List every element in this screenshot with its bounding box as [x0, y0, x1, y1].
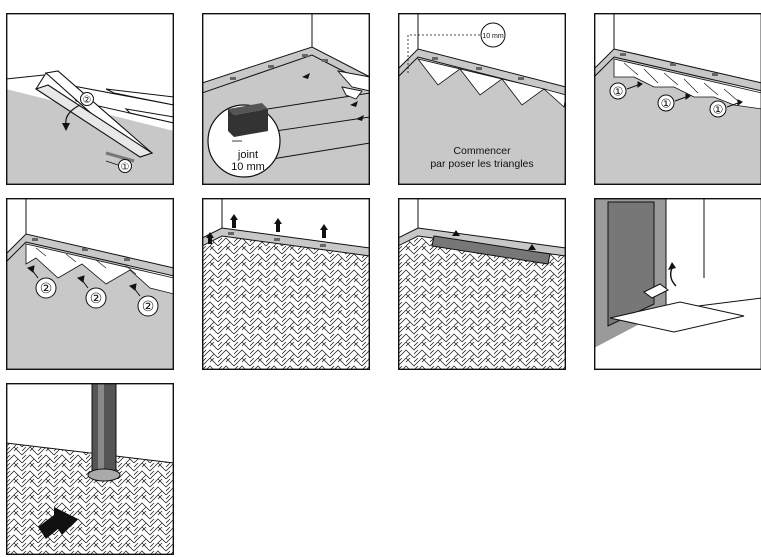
wall-base [202, 46, 370, 94]
row-markers: ① ① ① [609, 82, 727, 118]
push-arrow [38, 507, 78, 539]
caption-line-2: par poser les triangles [430, 158, 533, 170]
spacer-block [228, 103, 268, 137]
pipe-collar [87, 468, 121, 482]
panel-9-step-pipe [6, 383, 174, 555]
svg-text:②: ② [40, 280, 53, 296]
panel-1-step-first-boards: ② ① [6, 13, 174, 185]
direction-arrows [302, 73, 364, 121]
first-triangles [416, 58, 566, 108]
callout-2: ② [83, 95, 92, 106]
svg-text:②: ② [90, 290, 103, 306]
svg-text:①: ① [713, 103, 724, 117]
wall-base [398, 48, 566, 96]
panel-4-step-row-1: ① ① ① [594, 13, 761, 185]
laid-boards [67, 84, 174, 124]
panel-2-step-joint: joint 10 mm [202, 13, 370, 185]
saw-guide [643, 283, 669, 299]
board-being-placed [34, 70, 154, 158]
gap-label: 10 mm [482, 33, 504, 40]
panel-3-step-triangles: 10 mm Commencer par poser les triangles [398, 13, 566, 185]
panel-9-illustration [6, 383, 174, 555]
herringbone-band [613, 58, 761, 110]
floor-board [609, 301, 745, 333]
spacers [230, 54, 328, 80]
svg-text:①: ① [613, 85, 624, 99]
panel-6-step-remove-spacers [202, 198, 370, 370]
panel-7-illustration [398, 198, 566, 370]
panel-5-step-row-2: ② ② ② [6, 198, 174, 370]
skirting-board [431, 235, 551, 265]
lift-arrows [206, 214, 328, 244]
panel-5-illustration: ② ② ② [6, 198, 174, 370]
row-markers: ② ② ② [35, 277, 159, 317]
svg-text:①: ① [661, 97, 672, 111]
panel-8-illustration [594, 198, 761, 370]
svg-text:②: ② [142, 298, 155, 314]
panel-8-step-door-frame [594, 198, 761, 370]
joint-label: joint [237, 149, 258, 161]
panel-4-illustration: ① ① ① [594, 13, 761, 185]
panel-2-illustration: joint 10 mm [202, 13, 370, 185]
joint-size: 10 mm [231, 161, 265, 173]
caption-line-1: Commencer [453, 145, 511, 157]
door-frame [607, 201, 655, 327]
callout-1: ① [121, 162, 130, 173]
panel-1-illustration: ② ① [6, 13, 174, 185]
panel-3-illustration: 10 mm Commencer par poser les triangles [398, 13, 566, 185]
panel-7-step-skirting [398, 198, 566, 370]
herringbone-floor [202, 234, 370, 370]
panel-6-illustration [202, 198, 370, 370]
